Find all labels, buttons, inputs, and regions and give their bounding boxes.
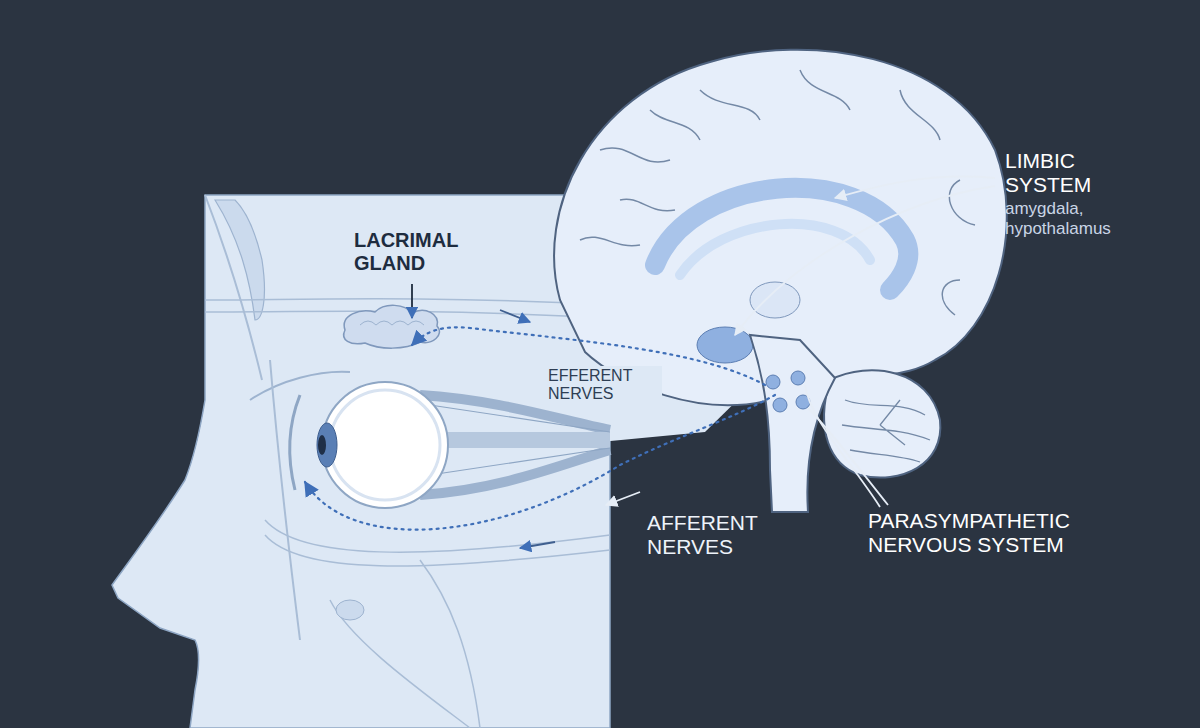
- region-label: LIMBIC SYSTEM: [1003, 148, 1127, 198]
- leader-lines: [412, 176, 995, 507]
- brain: [554, 50, 1007, 512]
- part-label: LACRIMAL GLAND: [352, 228, 506, 276]
- region-sublabel: amygdala, hypothalamus: [1003, 198, 1167, 239]
- pathway-label: AFFERENT NERVES: [645, 510, 789, 560]
- system-label: PARASYMPATHETIC NERVOUS SYSTEM: [866, 508, 1150, 558]
- pathway-label: EFFERENT NERVES: [546, 366, 662, 405]
